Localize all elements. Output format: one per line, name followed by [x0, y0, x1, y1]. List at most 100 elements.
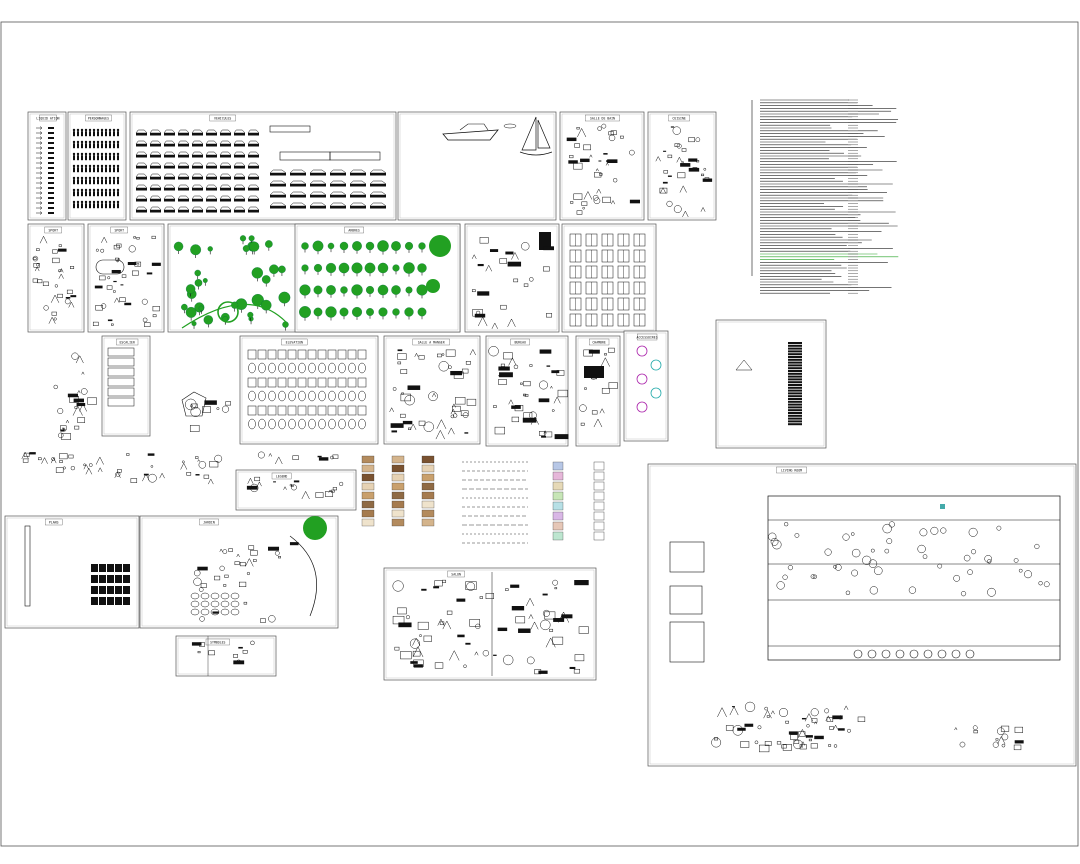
cad-block — [112, 290, 116, 293]
cad-block — [477, 291, 490, 296]
cad-block — [33, 263, 40, 268]
material-swatch — [421, 518, 435, 527]
cad-block — [394, 646, 400, 651]
cad-block — [593, 197, 601, 205]
cad-block — [293, 480, 300, 483]
car-body — [248, 155, 259, 158]
block-icon — [99, 575, 106, 583]
person-icon — [88, 176, 92, 180]
panel-p6: CUISINE — [647, 111, 717, 221]
cad-block — [423, 421, 434, 432]
cad-block — [530, 621, 539, 630]
legend-bar — [788, 358, 802, 361]
person-body — [89, 143, 91, 149]
arrow-icon — [36, 181, 43, 185]
cad-block — [85, 467, 93, 475]
furniture-icon — [1034, 543, 1040, 550]
person-icon — [108, 200, 112, 204]
block-icon — [123, 575, 130, 583]
cad-block — [392, 387, 397, 391]
cad-block — [190, 404, 193, 408]
cad-block — [688, 167, 700, 172]
cad-block — [785, 720, 789, 724]
cad-block — [116, 243, 122, 248]
cad-block — [538, 670, 548, 674]
cad-block — [508, 399, 514, 405]
cad-block — [421, 588, 427, 591]
panel-title: PERSONNAGES — [88, 116, 109, 120]
sheet-border — [0, 21, 1079, 847]
symbol — [48, 127, 54, 129]
cad-block — [551, 409, 555, 412]
symbol — [48, 177, 54, 179]
material-swatch — [421, 491, 435, 500]
panel-inner-frame — [237, 471, 355, 509]
car-body — [248, 133, 259, 136]
person-body — [89, 131, 91, 137]
hatch-swatch — [593, 501, 605, 511]
cad-block — [113, 280, 117, 283]
car-body — [136, 199, 147, 202]
car-body — [220, 210, 231, 213]
cad-block — [402, 420, 413, 425]
panel-inner-frame — [577, 337, 619, 445]
cad-block — [274, 550, 280, 556]
cad-block — [579, 404, 587, 412]
cad-block — [58, 432, 64, 439]
cad-block — [672, 126, 681, 135]
person-icon — [84, 128, 88, 132]
arrow-icon — [36, 196, 43, 200]
cad-block — [228, 548, 233, 552]
cad-block — [412, 650, 421, 657]
car-body — [270, 195, 286, 198]
cad-block — [77, 417, 86, 423]
cad-block — [243, 601, 248, 605]
cad-block — [493, 405, 497, 408]
material-swatch — [361, 500, 375, 509]
tree-icon — [325, 262, 337, 274]
track-icon — [95, 259, 125, 275]
cad-block — [433, 586, 440, 589]
person-icon — [84, 152, 88, 156]
panel-title-box — [199, 518, 219, 526]
cad-block — [419, 634, 422, 638]
stair-icon — [107, 347, 135, 357]
car-body — [150, 177, 161, 180]
furniture-icon — [970, 549, 977, 555]
cad-block — [43, 305, 49, 311]
legend-bar — [788, 398, 802, 400]
panel-frame — [715, 319, 827, 449]
person-body — [89, 155, 91, 161]
planter-icon — [650, 387, 662, 399]
table-icon — [347, 377, 357, 388]
person-icon — [84, 140, 88, 144]
boat-cabin — [459, 123, 489, 131]
car-body — [206, 166, 217, 169]
paver-icon — [200, 600, 210, 608]
table-icon — [308, 362, 316, 374]
loose-blocks — [21, 352, 339, 485]
person-icon — [112, 152, 116, 156]
table-icon — [297, 377, 307, 388]
table-icon — [337, 377, 347, 388]
legend-bar — [788, 350, 802, 353]
cad-block — [462, 412, 469, 419]
cad-block — [254, 476, 261, 482]
panel-frame — [27, 111, 67, 221]
cad-block — [400, 651, 412, 660]
cad-block — [441, 353, 445, 356]
furniture-icon — [870, 548, 875, 553]
person-icon — [116, 140, 120, 144]
cad-block — [83, 463, 86, 467]
person-icon — [76, 164, 80, 168]
block-icon — [107, 586, 114, 594]
cad-block — [538, 398, 550, 403]
tree-icon — [403, 262, 415, 274]
car-body — [350, 184, 366, 187]
table-icon — [277, 405, 287, 416]
paver-icon — [230, 592, 240, 600]
person-icon — [112, 140, 116, 144]
cad-block — [583, 349, 593, 357]
car-body — [178, 199, 189, 202]
cad-block — [553, 618, 565, 622]
